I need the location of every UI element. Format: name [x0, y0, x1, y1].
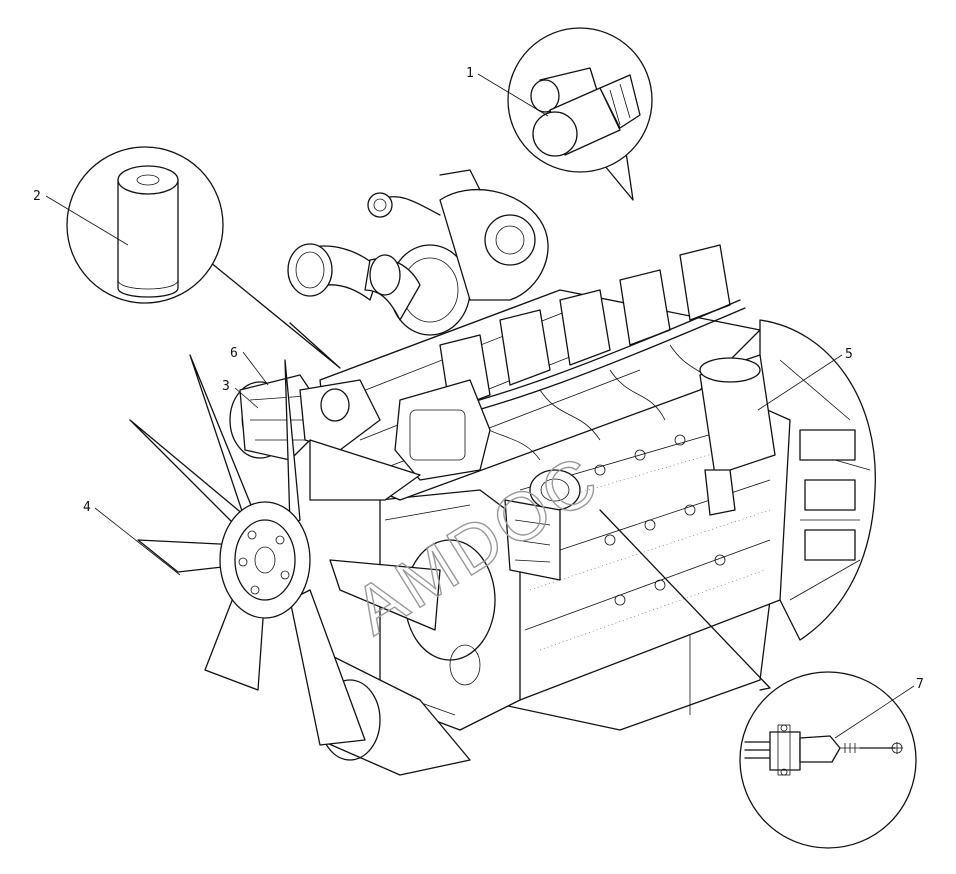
- leader-3: [234, 387, 259, 409]
- callout-7: 7: [916, 677, 924, 692]
- leader-4: [94, 507, 181, 576]
- callout-2: 2: [33, 189, 41, 204]
- leader-1: [477, 73, 549, 117]
- leader-5: [757, 354, 843, 411]
- callout-4: 4: [83, 500, 91, 515]
- leader-2: [45, 195, 129, 246]
- callout-1: 1: [466, 66, 474, 81]
- detail-bubble-sensor: [599, 509, 917, 849]
- detail-bubble-starter: [507, 27, 653, 201]
- water-pump: [299, 379, 381, 451]
- fuel-pump: [504, 469, 581, 581]
- cylinder-head: [319, 244, 761, 501]
- starter-on-engine: [699, 354, 776, 516]
- callout-3: 3: [222, 379, 230, 394]
- detail-bubble-oil-filter: [66, 146, 341, 369]
- turbocharger: [287, 169, 549, 336]
- leader-7: [834, 685, 915, 739]
- callout-6: 6: [230, 346, 238, 361]
- cooling-fan: [129, 354, 441, 746]
- callout-5: 5: [845, 347, 853, 362]
- leader-6: [242, 351, 269, 386]
- leader-lines: [45, 73, 915, 739]
